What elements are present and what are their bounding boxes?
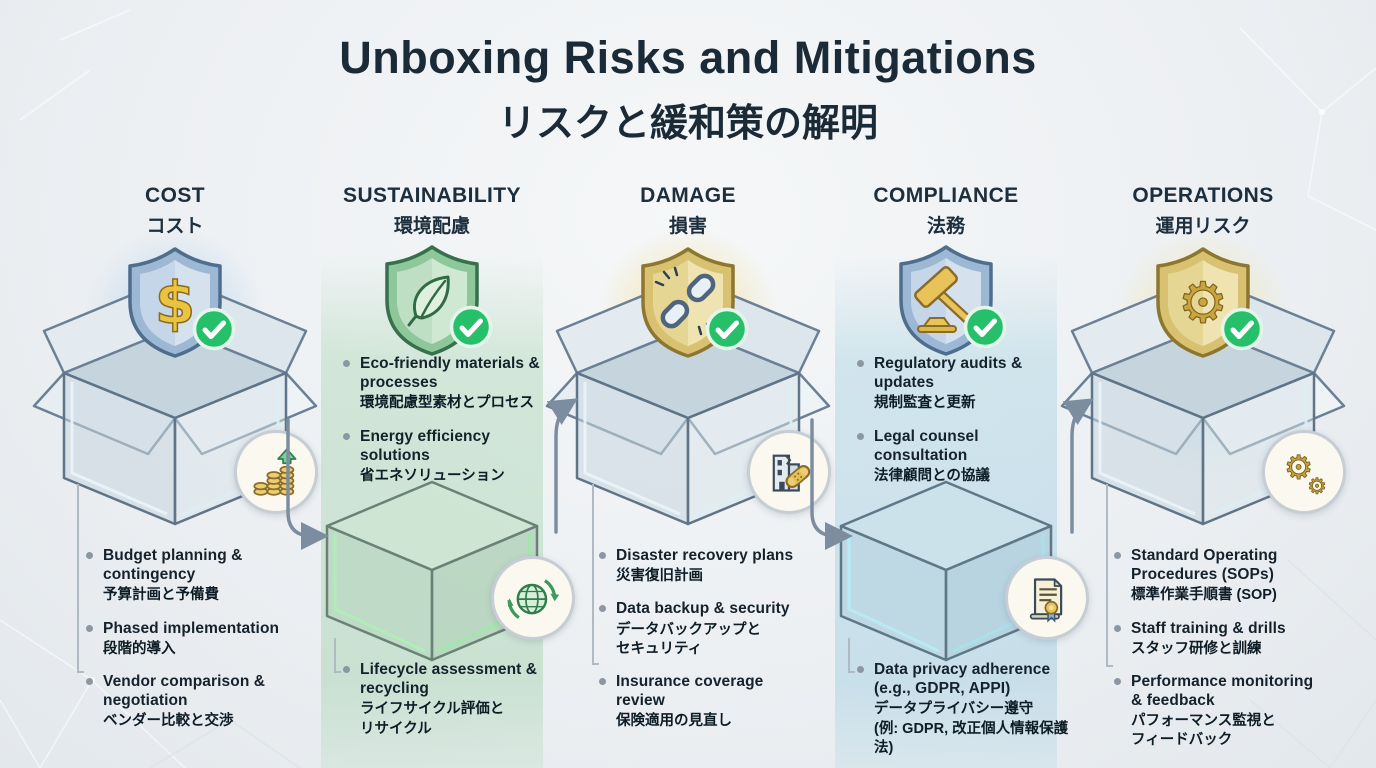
list-item: Data privacy adherence (e.g., GDPR, APPI… [857,660,1071,758]
column-compliance: COMPLIANCE 法務 Regulatory audits & update… [821,184,1089,768]
column-header: SUSTAINABILITY 環境配慮 [287,184,577,238]
bullet-dot [857,666,864,673]
bullet-dot [343,432,350,440]
column-damage: DAMAGE 損害 [545,184,831,768]
bullet-dot [86,552,93,559]
column-title-ja: コスト [146,216,204,237]
bullet-dot [343,666,350,673]
gavel-shield-icon [899,245,993,356]
bullet-list: Standard Operating Procedures (SOPs)標準作業… [1114,546,1328,764]
column-cost: COST コスト $ Budget planning & contingency… [32,184,318,768]
bullet-dot [343,360,350,367]
column-header: COMPLIANCE 法務 [801,184,1091,238]
dollar-shield-icon: $ [128,247,222,358]
gears-icon: ⚙ ⚙ [1262,430,1346,514]
bullet-dot [1114,552,1121,559]
coins-growth-icon [234,430,318,514]
bullet-dot [86,624,93,632]
certificate-icon [1005,556,1089,640]
bullet-dot [857,360,864,367]
leaf-shield-icon [385,245,479,356]
bullet-dot [599,552,606,559]
damaged-building-icon [747,430,831,514]
bullet-dot [599,677,606,685]
title-japanese: リスクと緩和策の解明 [497,102,878,145]
column-title-ja: 損害 [668,216,707,237]
gear-shield-icon: ⚙ [1156,247,1250,358]
column-sustainability: SUSTAINABILITY 環境配慮 Eco-friendly materia… [307,184,575,768]
bullet-dot [1114,677,1121,685]
check-badge-icon [191,306,237,352]
column-header: OPERATIONS 運用リスク [1058,184,1348,238]
column-title: COST [145,184,205,207]
column-title: DAMAGE [640,184,736,207]
list-item: Standard Operating Procedures (SOPs)標準作業… [1114,546,1328,606]
bullet-list: Data privacy adherence (e.g., GDPR, APPI… [857,660,1071,768]
title-english: Unboxing Risks and Mitigations [339,32,1037,83]
column-title-ja: 運用リスク [1155,216,1251,237]
column-operations: OPERATIONS 運用リスク ⚙ ⚙ ⚙ Standard Operatin… [1060,184,1346,768]
svg-text:⚙: ⚙ [1178,271,1228,336]
column-title-ja: 法務 [926,216,965,237]
column-header: DAMAGE 損害 [543,184,833,238]
column-title: COMPLIANCE [873,184,1019,207]
bullet-dot [1114,624,1121,632]
bullet-dot [857,432,864,440]
column-title: SUSTAINABILITY [343,184,521,207]
page-title: Unboxing Risks and Mitigations リスクと緩和策の解… [0,32,1376,147]
svg-text:⚙: ⚙ [1307,475,1326,500]
check-badge-icon [1219,306,1265,352]
check-badge-icon [448,304,494,350]
svg-text:⚙: ⚙ [1284,449,1313,487]
svg-text:$: $ [155,269,195,337]
column-header: COST コスト [30,184,320,238]
bullet-dot [86,677,93,685]
column-title-ja: 環境配慮 [393,216,470,237]
check-badge-icon [704,306,750,352]
globe-recycle-icon [491,556,575,640]
column-title: OPERATIONS [1132,184,1274,207]
bullet-dot [599,605,606,613]
check-badge-icon [962,304,1008,350]
